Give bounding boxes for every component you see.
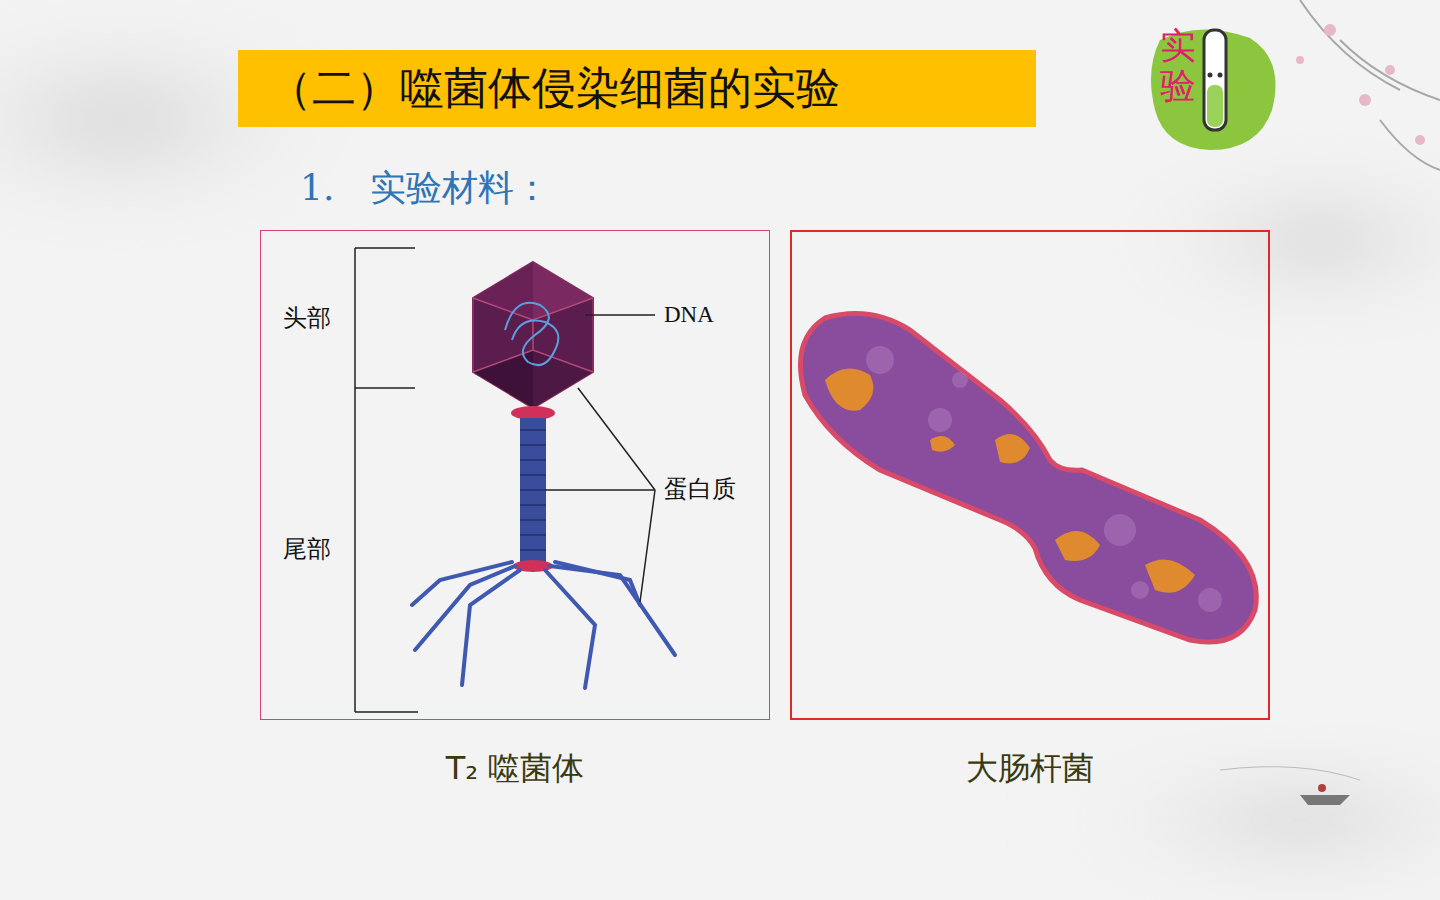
title-band xyxy=(238,50,1036,127)
panel-caption: 大肠杆菌 xyxy=(790,748,1270,788)
ecoli-drawing xyxy=(801,314,1257,642)
part-name: DNA xyxy=(664,301,714,329)
part-name: 头部 xyxy=(283,304,331,333)
image-panel: T₂ 噬菌体 xyxy=(260,230,770,792)
bracket xyxy=(355,248,418,712)
part-name: 尾部 xyxy=(283,535,331,564)
icon-label: 实验 xyxy=(1160,26,1196,105)
section-label: 1. 实验材料： xyxy=(300,166,550,209)
slide-title: （二）噬菌体侵染细菌的实验 xyxy=(268,58,840,118)
panel-frame xyxy=(790,230,1270,720)
phage-drawing xyxy=(412,262,675,688)
image-panel: 大肠杆菌 xyxy=(790,230,1270,792)
panel-caption: T₂ 噬菌体 xyxy=(260,748,770,788)
panel-frame xyxy=(260,230,770,720)
leader-line xyxy=(545,315,655,602)
part-name: 蛋白质 xyxy=(664,475,736,504)
